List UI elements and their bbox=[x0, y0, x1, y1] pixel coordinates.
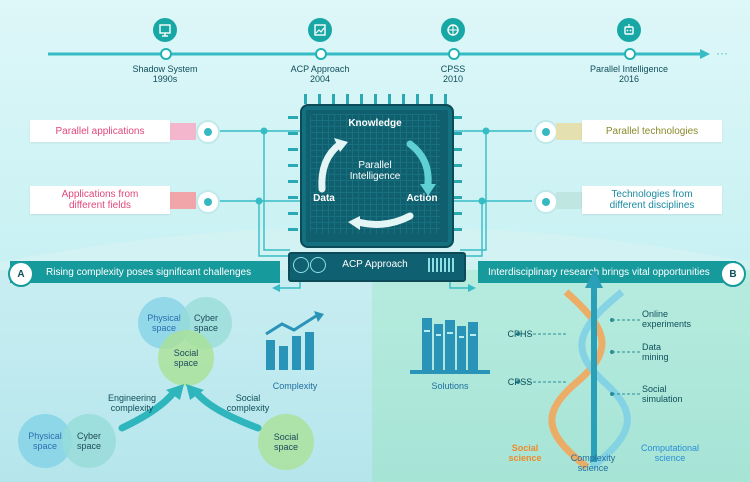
books-icon bbox=[410, 318, 490, 374]
badge-a-label: A bbox=[17, 268, 25, 280]
technologies-disciplines-card: Technologies from different disciplines bbox=[582, 186, 722, 214]
badge-b: B bbox=[720, 261, 746, 287]
cphs-label: CPHS bbox=[507, 329, 533, 339]
badge-b-label: B bbox=[729, 268, 737, 280]
teal-tab bbox=[556, 192, 582, 209]
parallel-applications-card: Parallel applications bbox=[30, 120, 170, 142]
timeline-node bbox=[315, 48, 327, 60]
timeline-label: CPSS 2010 bbox=[440, 64, 466, 84]
complexity-label: Complexity bbox=[272, 381, 318, 391]
complexity-chart-icon bbox=[265, 311, 324, 370]
online-experiments-label: Online experiments bbox=[642, 309, 692, 329]
eject-icon bbox=[310, 257, 326, 273]
connector-knob bbox=[196, 120, 220, 144]
cpss-label: CPSS bbox=[507, 377, 533, 387]
chip-knowledge-label: Knowledge bbox=[348, 118, 402, 129]
olive-tab bbox=[556, 123, 582, 140]
parallel-technologies-card: Parallel technologies bbox=[582, 120, 722, 142]
chip-grid bbox=[310, 114, 440, 234]
banner-left-text: Rising complexity poses significant chal… bbox=[46, 266, 252, 278]
calendar-chart-icon bbox=[308, 18, 332, 42]
timeline-node bbox=[160, 48, 172, 60]
converging-arrows bbox=[118, 384, 262, 432]
helix-graphic bbox=[516, 270, 640, 470]
banner-left: Rising complexity poses significant chal… bbox=[10, 261, 280, 283]
data-mining-label: Data mining bbox=[642, 342, 669, 362]
social-complexity-label: Social complexity bbox=[226, 393, 270, 413]
timeline-node bbox=[448, 48, 460, 60]
solutions-label: Solutions bbox=[431, 381, 469, 391]
cycle-arrows bbox=[318, 138, 436, 230]
timeline-label: Parallel Intelligence 2016 bbox=[589, 64, 669, 84]
banner-right: Interdisciplinary research brings vital … bbox=[478, 261, 736, 283]
physical-space-circle-bottom: Physical space bbox=[18, 414, 72, 468]
complexity-science-label: Complexity science bbox=[570, 453, 616, 473]
connector-lines bbox=[218, 127, 532, 292]
engineering-complexity-label: Engineering complexity bbox=[107, 393, 157, 413]
network-globe-icon bbox=[441, 18, 465, 42]
social-space-circle-bottom: Social space bbox=[258, 414, 314, 470]
pink-tab bbox=[170, 192, 196, 209]
badge-a: A bbox=[8, 261, 34, 287]
monitor-icon bbox=[153, 18, 177, 42]
computational-science-label: Computational science bbox=[640, 443, 700, 463]
server-label: ACP Approach bbox=[342, 259, 408, 270]
applications-fields-card: Applications from different fields bbox=[30, 186, 170, 214]
social-simulation-label: Social simulation bbox=[642, 384, 683, 404]
banner-right-text: Interdisciplinary research brings vital … bbox=[488, 266, 710, 278]
chip-data-label: Data bbox=[313, 193, 335, 204]
timeline-node bbox=[624, 48, 636, 60]
social-space-circle: Social space bbox=[158, 330, 214, 386]
chip-center-label: Parallel Intelligence bbox=[349, 160, 401, 182]
vent-icon bbox=[428, 258, 454, 272]
chip-pins bbox=[288, 94, 462, 231]
cyber-space-circle-bottom: Cyber space bbox=[62, 414, 116, 468]
social-science-label: Social science bbox=[508, 443, 542, 463]
timeline-arrow bbox=[48, 49, 710, 59]
connector-knob bbox=[534, 120, 558, 144]
timeline-ellipsis: ··· bbox=[716, 46, 728, 60]
connector-knob bbox=[196, 190, 220, 214]
robot-head-icon bbox=[617, 18, 641, 42]
chip-action-label: Action bbox=[406, 193, 438, 204]
pink-tab bbox=[170, 123, 196, 140]
timeline-label: ACP Approach 2004 bbox=[290, 64, 350, 84]
timeline-label: Shadow System 1990s bbox=[132, 64, 198, 84]
power-icon bbox=[293, 257, 309, 273]
connector-knob bbox=[534, 190, 558, 214]
